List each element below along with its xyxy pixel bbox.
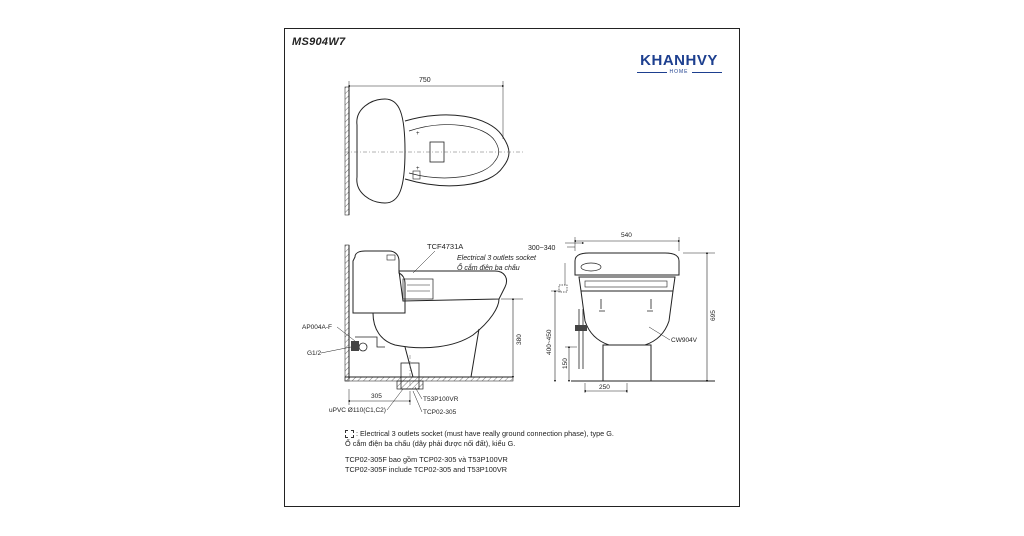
label-socket-en: Electrical 3 outlets socket [457, 255, 537, 262]
svg-text:+: + [416, 166, 420, 172]
dim-socket-offset: 300~340 [528, 245, 556, 252]
label-tcp: TCP02-305 [423, 409, 457, 416]
dim-base-width: 250 [599, 384, 610, 391]
label-seat-model: TCF4731A [427, 242, 463, 251]
top-view: + + 750 [344, 77, 525, 216]
note-line-3: TCP02-305F bao gồm TCP02-305 và T53P100V… [345, 455, 508, 464]
note-line-4: TCP02-305F include TCP02-305 and T53P100… [345, 465, 507, 474]
dim-supply-height: 150 [562, 358, 569, 369]
note-text: : Electrical 3 outlets socket (must have… [356, 429, 614, 438]
notes-block: : Electrical 3 outlets socket (must have… [345, 429, 614, 475]
label-pipe-t53: T53P100VR [423, 396, 459, 403]
technical-drawing-sheet: MS904W7 KHANHVY HOME + + [284, 28, 740, 507]
label-upvc: uPVC Ø110(C1,C2) [329, 407, 386, 414]
model-title: MS904W7 [292, 36, 346, 48]
dim-total-height: 695 [710, 310, 717, 321]
dim-front-width: 540 [621, 232, 632, 239]
divider [636, 71, 667, 73]
socket-icon [345, 430, 354, 439]
side-view: 305 380 TCF4731A AP004A-F G1/2 T53P100VR… [302, 242, 523, 416]
svg-text:+: + [416, 131, 420, 137]
note-line-1: : Electrical 3 outlets socket (must have… [345, 429, 614, 439]
front-view: 540 400~450 150 695 250 CW904V [546, 232, 717, 393]
dim-seat-height: 380 [516, 334, 523, 345]
dim-side-depth: 305 [371, 393, 382, 400]
toilet-drawing: + + 750 [302, 77, 717, 416]
label-socket-vi: Ổ cắm điện ba chấu [457, 263, 520, 272]
divider [691, 71, 722, 73]
brand-subtitle: HOME [669, 69, 689, 75]
dim-top-width: 750 [419, 77, 431, 84]
label-g-half: G1/2 [307, 350, 321, 357]
note-line-2: Ổ cắm điện ba chấu (dây phải được nối đấ… [345, 439, 516, 448]
label-ap-valve: AP004A-F [302, 324, 332, 331]
dim-socket-height: 400~450 [546, 329, 553, 355]
brand-name: KHANHVY [640, 52, 718, 69]
label-cw: CW904V [671, 337, 698, 344]
socket-callout: Electrical 3 outlets socket Ổ cắm điện b… [457, 241, 585, 293]
brand-logo: KHANHVY HOME [629, 53, 729, 75]
brand-subtitle-row: HOME [629, 69, 729, 75]
